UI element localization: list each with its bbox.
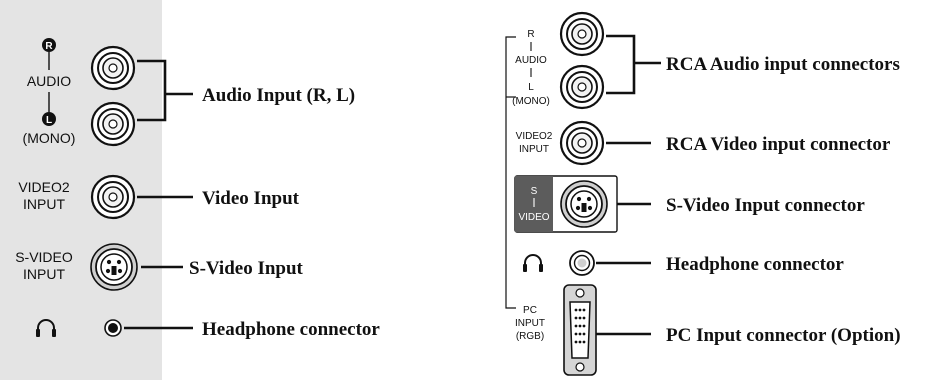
- right-callout-lines: [596, 34, 661, 336]
- vga-connector-icon[interactable]: [563, 284, 597, 376]
- rca-jack-icon[interactable]: [559, 11, 605, 57]
- rca-jack-icon[interactable]: [559, 64, 605, 110]
- svg-text:R: R: [45, 41, 53, 52]
- left-panel-background: [0, 0, 162, 380]
- right-audio-label: AUDIO: [515, 55, 547, 66]
- right-panel-border: [505, 36, 516, 309]
- right-video2-input-label: INPUT: [519, 144, 549, 155]
- s-video-jack-icon[interactable]: [560, 180, 608, 228]
- callout-pc-input: PC Input connector (Option): [666, 325, 901, 346]
- left-video2-input-label: INPUT: [23, 196, 65, 212]
- right-pc-label: PC: [523, 305, 537, 316]
- headphone-jack-icon[interactable]: [104, 319, 122, 337]
- rca-jack-icon[interactable]: [559, 120, 605, 166]
- callout-rca-audio: RCA Audio input connectors: [666, 54, 900, 75]
- left-mono-label: (MONO): [23, 130, 76, 146]
- s-video-jack-icon[interactable]: [90, 243, 138, 291]
- callout-headphone: Headphone connector: [202, 319, 380, 340]
- callout-right-headphone: Headphone connector: [666, 254, 844, 275]
- audio-l-badge: L: [42, 112, 56, 126]
- headphone-icon: [522, 254, 544, 273]
- rca-jack-icon[interactable]: [90, 174, 136, 220]
- rca-audio-bracket: [606, 34, 636, 95]
- right-pc-input-label: INPUT: [515, 318, 545, 329]
- callout-svideo-input: S-Video Input: [189, 258, 304, 279]
- right-pc-rgb-label: (RGB): [516, 331, 544, 342]
- left-svideo-input-label: INPUT: [23, 266, 65, 282]
- audio-r-badge: R: [42, 38, 56, 52]
- callout-video-input: Video Input: [202, 188, 300, 209]
- right-r-label: R: [527, 29, 534, 40]
- left-callout-lines: [124, 59, 193, 330]
- callout-rca-video: RCA Video input connector: [666, 134, 891, 155]
- audio-bracket: [137, 59, 167, 122]
- callout-svideo-connector: S-Video Input connector: [666, 195, 865, 216]
- left-svideo-label: S-VIDEO: [15, 249, 73, 265]
- rca-jack-icon[interactable]: [90, 45, 136, 91]
- headphone-jack-icon[interactable]: [569, 250, 595, 276]
- left-callouts: Audio Input (R, L) Video Input S-Video I…: [189, 85, 380, 340]
- right-connector-panel: R AUDIO L (MONO) VIDEO2 INPUT S VIDEO PC…: [505, 11, 618, 376]
- right-s-label: S: [531, 186, 538, 197]
- svg-text:L: L: [46, 115, 52, 126]
- left-connector-panel: R AUDIO L (MONO) VIDEO2 INPUT S-VIDEO IN…: [0, 0, 162, 380]
- left-video2-label: VIDEO2: [18, 179, 70, 195]
- left-audio-label: AUDIO: [27, 73, 71, 89]
- right-video2-label: VIDEO2: [516, 131, 553, 142]
- right-mono-label: (MONO): [512, 96, 550, 107]
- rca-jack-icon[interactable]: [90, 101, 136, 147]
- right-callouts: RCA Audio input connectors RCA Video inp…: [666, 54, 901, 346]
- right-video-label: VIDEO: [518, 212, 549, 223]
- callout-audio-input: Audio Input (R, L): [202, 85, 355, 106]
- right-l-label: L: [528, 82, 534, 93]
